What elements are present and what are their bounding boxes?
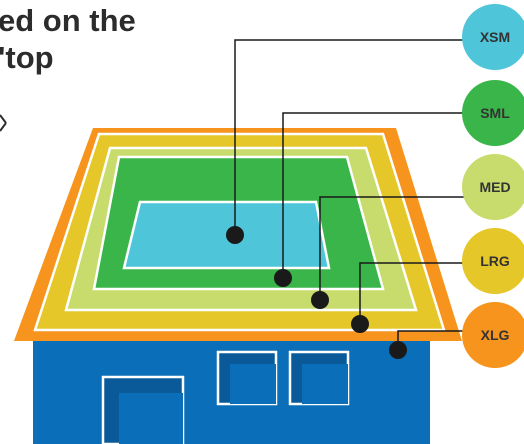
clipped-text-fragment bbox=[0, 115, 6, 131]
anchor-dot-xlg bbox=[389, 341, 407, 359]
size-badge-sml: SML bbox=[462, 80, 524, 146]
size-badge-xsm: XSM bbox=[462, 4, 524, 70]
anchor-dot-sml bbox=[274, 269, 292, 287]
anchor-dot-med bbox=[311, 291, 329, 309]
anchor-dot-xsm bbox=[226, 226, 244, 244]
badge-label-lrg: LRG bbox=[480, 253, 510, 269]
badge-label-med: MED bbox=[479, 179, 510, 195]
anchor-dot-lrg bbox=[351, 315, 369, 333]
house-window-middle bbox=[218, 352, 276, 404]
size-badge-xlg: XLG bbox=[462, 302, 524, 368]
badge-label-sml: SML bbox=[480, 105, 510, 121]
size-badge-med: MED bbox=[462, 154, 524, 220]
house-window-left bbox=[103, 377, 183, 444]
size-badge-lrg: LRG bbox=[462, 228, 524, 294]
badge-label-xsm: XSM bbox=[480, 29, 510, 45]
house-window-right bbox=[290, 352, 348, 404]
badge-label-xlg: XLG bbox=[481, 327, 510, 343]
